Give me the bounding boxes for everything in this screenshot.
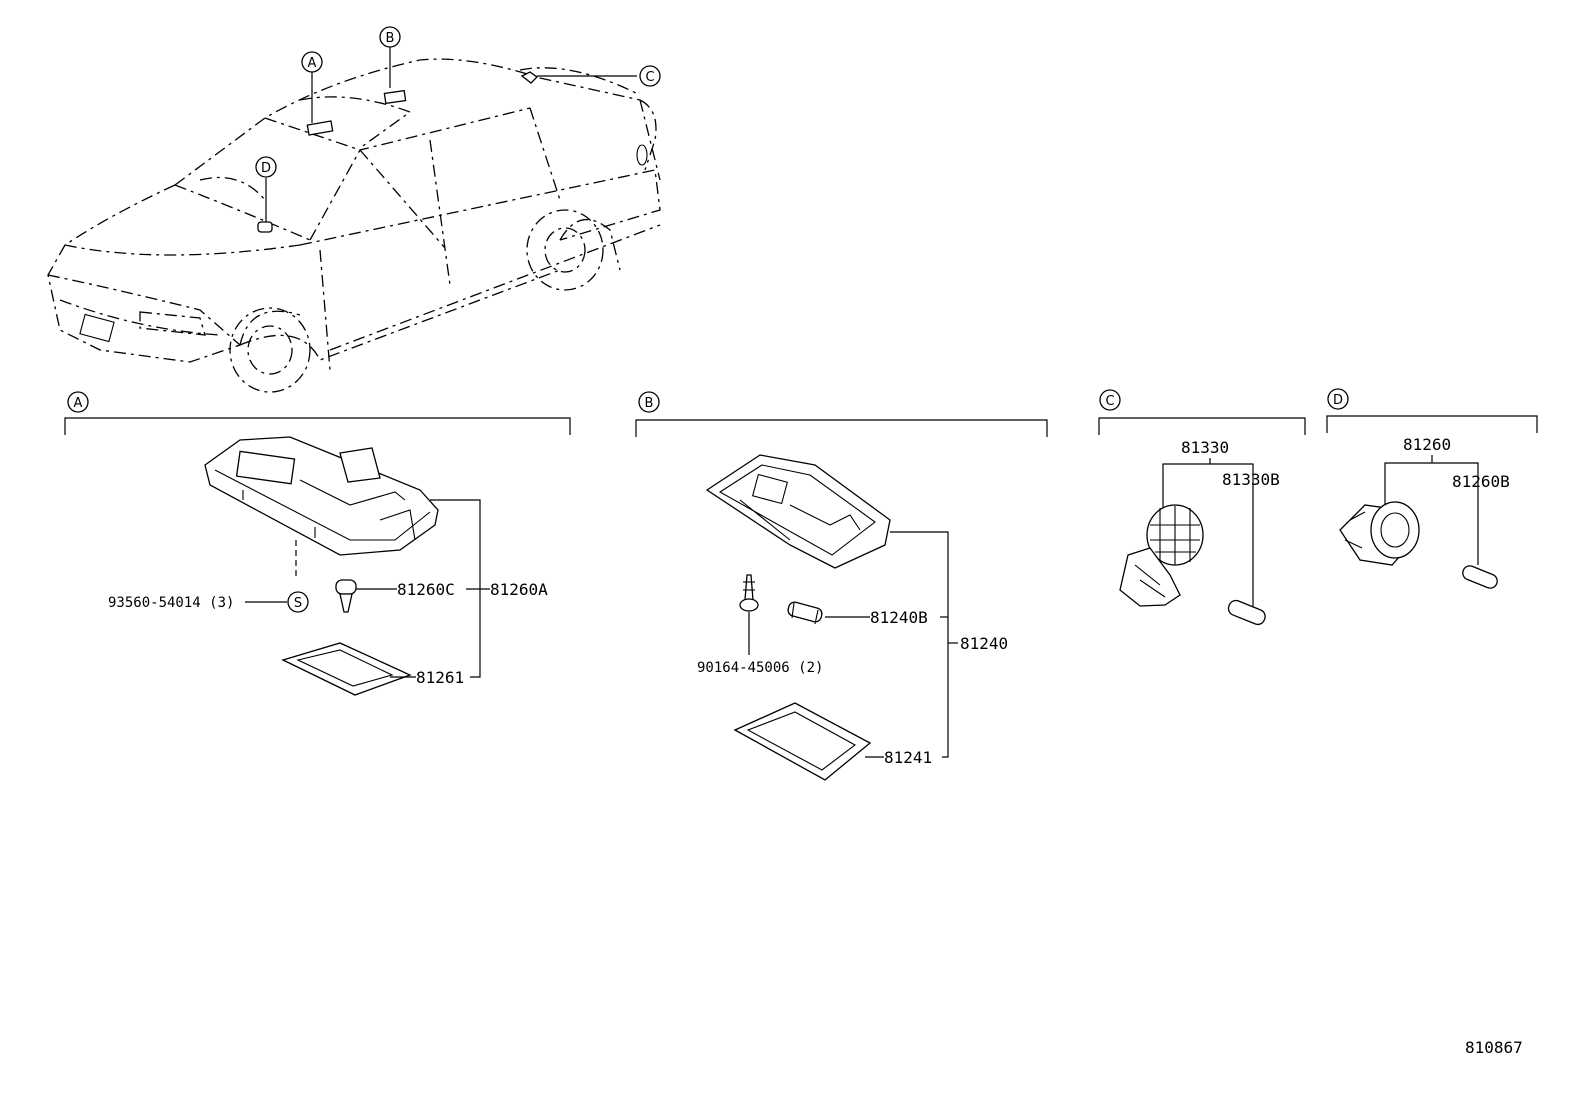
part-81261: 81261 [416, 668, 464, 687]
bulb-81260c-icon [335, 579, 357, 613]
bulb-81240b-icon [787, 601, 823, 625]
clip-symbol-circle [287, 591, 309, 613]
socket-81260-icon [1339, 501, 1420, 566]
section-a-tag: A [74, 396, 83, 411]
room-lamp-housing [705, 454, 891, 569]
section-d: D 81260 81260B [1326, 388, 1538, 589]
car-illustration: A B C D [47, 26, 661, 393]
part-90164-45006: 90164-45006 (2) [697, 660, 823, 676]
callout-c-car: C [645, 70, 654, 85]
part-93560-54014: 93560-54014 (3) [108, 595, 234, 611]
part-81240b: 81240B [870, 608, 928, 627]
section-c: C 81330 81330B [1098, 389, 1306, 626]
part-81241: 81241 [884, 748, 932, 767]
part-81260c: 81260C [397, 580, 455, 599]
socket-81330-icon [1119, 504, 1204, 607]
section-c-tag: C [1105, 394, 1114, 409]
lens-81261-icon [281, 642, 412, 696]
bulb-81260b-icon [1462, 565, 1498, 589]
part-81240: 81240 [960, 634, 1008, 653]
section-b-tag: B [645, 396, 654, 411]
part-81330: 81330 [1181, 438, 1229, 457]
part-81260a: 81260A [490, 580, 548, 599]
callout-a-car: A [308, 56, 317, 71]
map-lamp-housing [204, 436, 439, 556]
section-b: B 90164-45006 (2) 81240B 8 [635, 391, 1048, 781]
diagram-id: 810867 [1465, 1038, 1523, 1057]
section-a: A S 93560-54014 (3) 81260C 81260A [64, 391, 571, 696]
callout-b-car: B [386, 31, 395, 46]
part-81260: 81260 [1403, 435, 1451, 454]
screw-90164-icon [739, 574, 759, 612]
lens-81241-icon [733, 702, 872, 781]
callout-d-car: D [261, 161, 271, 176]
clip-symbol: S [294, 596, 302, 611]
section-d-tag: D [1333, 393, 1343, 408]
part-81330b: 81330B [1222, 470, 1280, 489]
bulb-81330b-icon [1227, 599, 1266, 626]
part-81260b: 81260B [1452, 472, 1510, 491]
